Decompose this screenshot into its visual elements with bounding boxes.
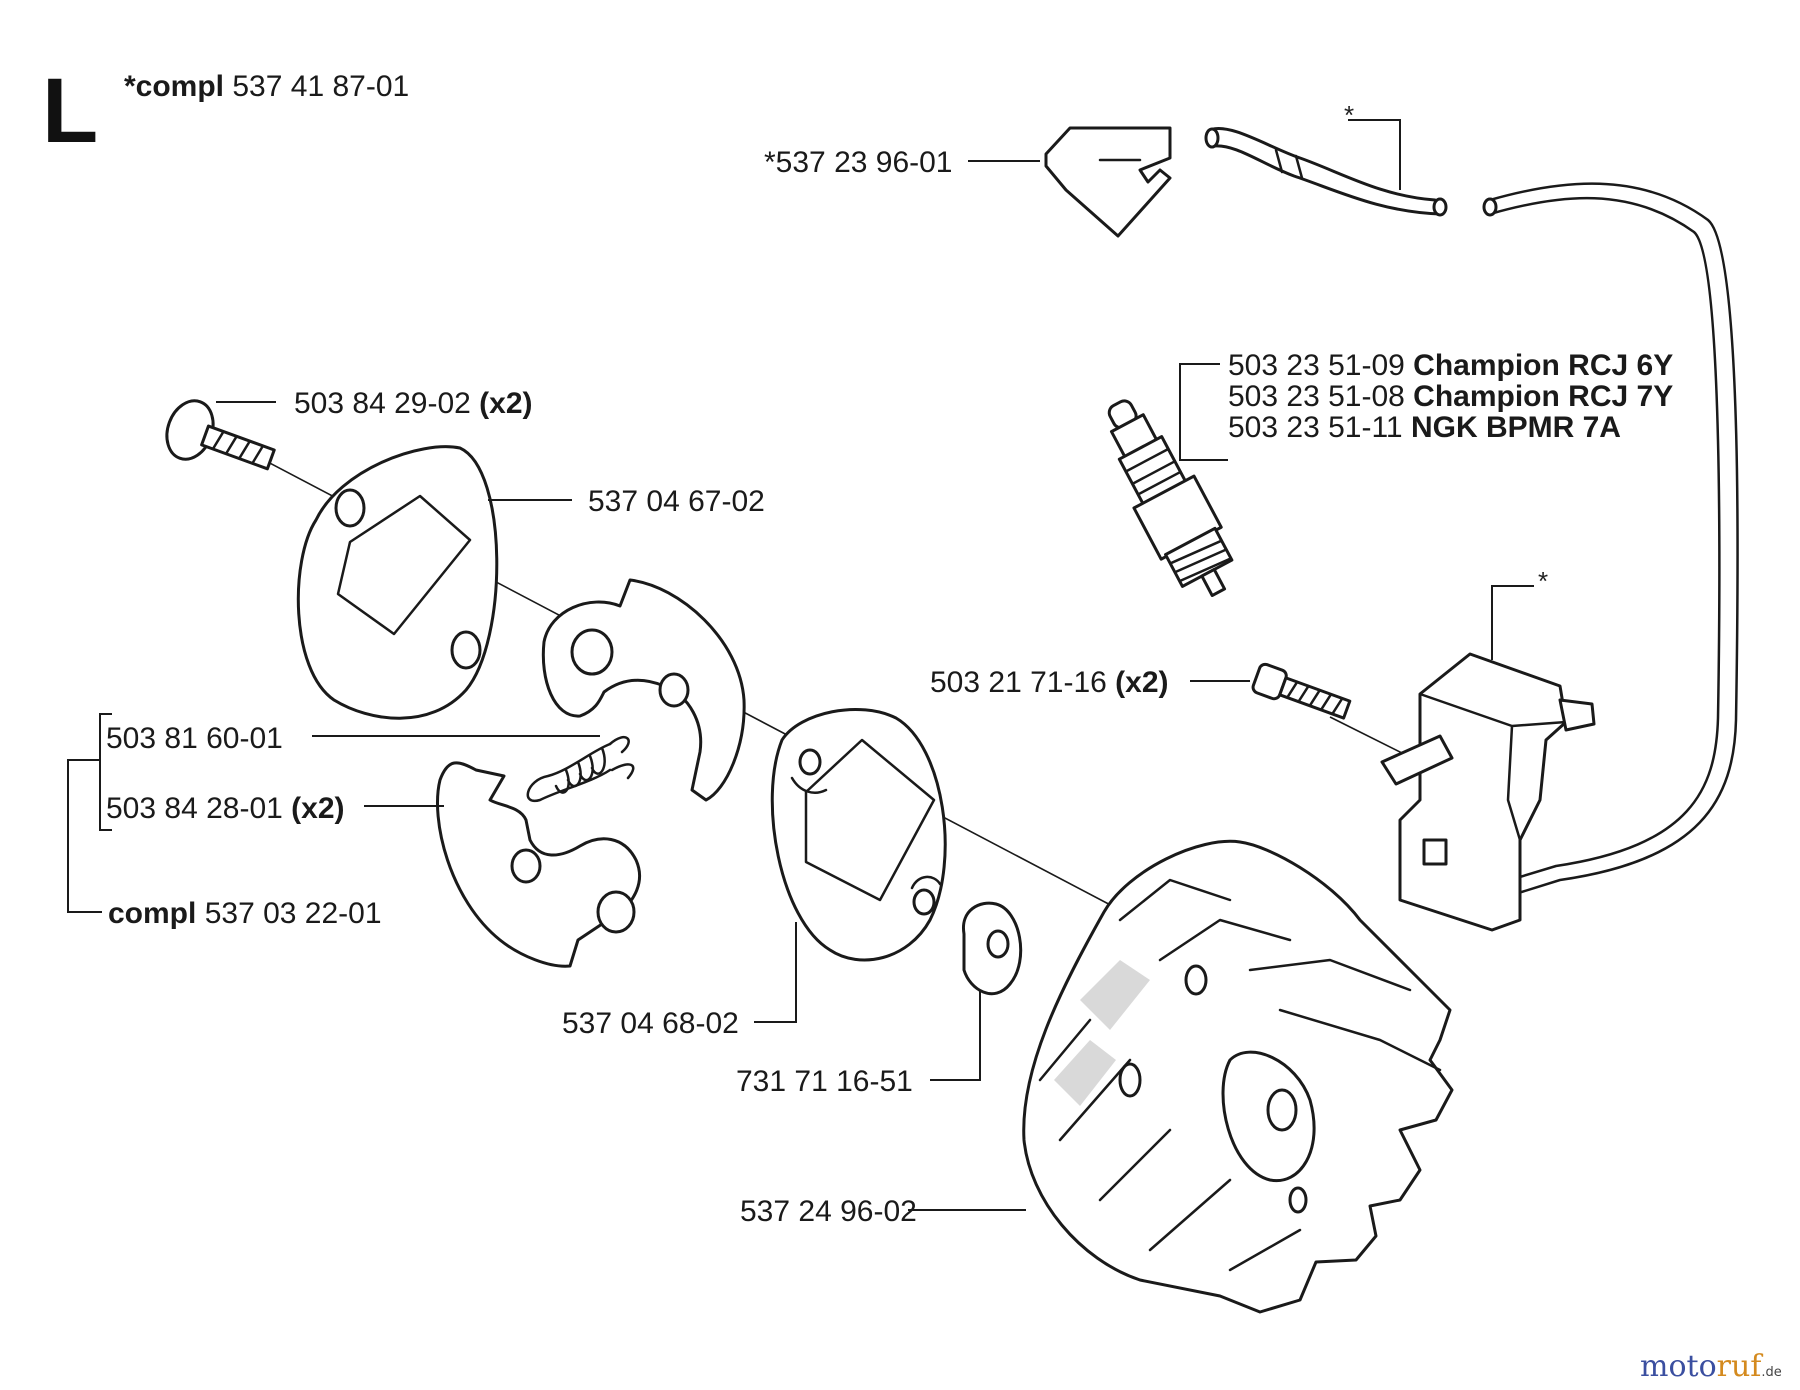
ignition-marker: * xyxy=(1538,566,1548,596)
flywheel-label: 537 24 96-02 xyxy=(740,1195,917,1228)
intake-cover-label: *537 23 96-01 xyxy=(764,146,953,179)
watermark-logo: motoruf.de xyxy=(1640,1349,1782,1384)
cover-plate-part xyxy=(296,445,499,720)
clutch-shoe-screw-label: 503 84 28-01 (x2) xyxy=(106,792,345,825)
clutch-shoe-upper-part xyxy=(541,578,746,802)
clutch-plate-part xyxy=(770,707,947,962)
short-hose-part xyxy=(1204,127,1448,217)
spark-plug-label-2: 503 23 51-08 Champion RCJ 7Y xyxy=(1228,380,1673,413)
ignition-module-part xyxy=(1380,652,1596,932)
assembly-label: *compl 537 41 87-01 xyxy=(124,70,409,103)
flywheel-part xyxy=(1022,839,1454,1314)
clutch-shoe-lower-part xyxy=(436,761,641,968)
intake-cover-part xyxy=(1044,126,1172,238)
cover-plate-label: 537 04 67-02 xyxy=(588,485,765,518)
ignition-module-leader xyxy=(1491,585,1534,660)
washer-label: 731 71 16-51 xyxy=(736,1065,913,1098)
spring-part xyxy=(526,735,635,803)
ignition-cable-part xyxy=(1482,182,1739,902)
spark-plug-label-3: 503 23 51-11 NGK BPMR 7A xyxy=(1228,411,1621,444)
spark-plug-leader xyxy=(1179,363,1228,461)
bracket-outer xyxy=(67,759,102,913)
clutch-plate-label: 537 04 68-02 xyxy=(562,1007,739,1040)
ignition-screw-label: 503 21 71-16 (x2) xyxy=(930,666,1169,699)
clutch-compl-label: compl 537 03 22-01 xyxy=(108,897,382,930)
hose-marker: * xyxy=(1344,100,1354,130)
bracket-inner xyxy=(99,713,112,831)
washer-part xyxy=(962,901,1023,996)
spark-plug-part xyxy=(1107,399,1234,597)
spark-plug-label-1: 503 23 51-09 Champion RCJ 6Y xyxy=(1228,349,1673,382)
cover-screw-part xyxy=(165,399,276,471)
ignition-screw-part xyxy=(1251,662,1352,720)
short-hose-leader xyxy=(1348,119,1401,190)
cover-screw-label: 503 84 29-02 (x2) xyxy=(294,387,533,420)
clutch-plate-leader xyxy=(754,922,797,1023)
spring-label: 503 81 60-01 xyxy=(106,722,283,755)
section-letter: L xyxy=(42,60,98,162)
washer-leader xyxy=(930,990,981,1081)
